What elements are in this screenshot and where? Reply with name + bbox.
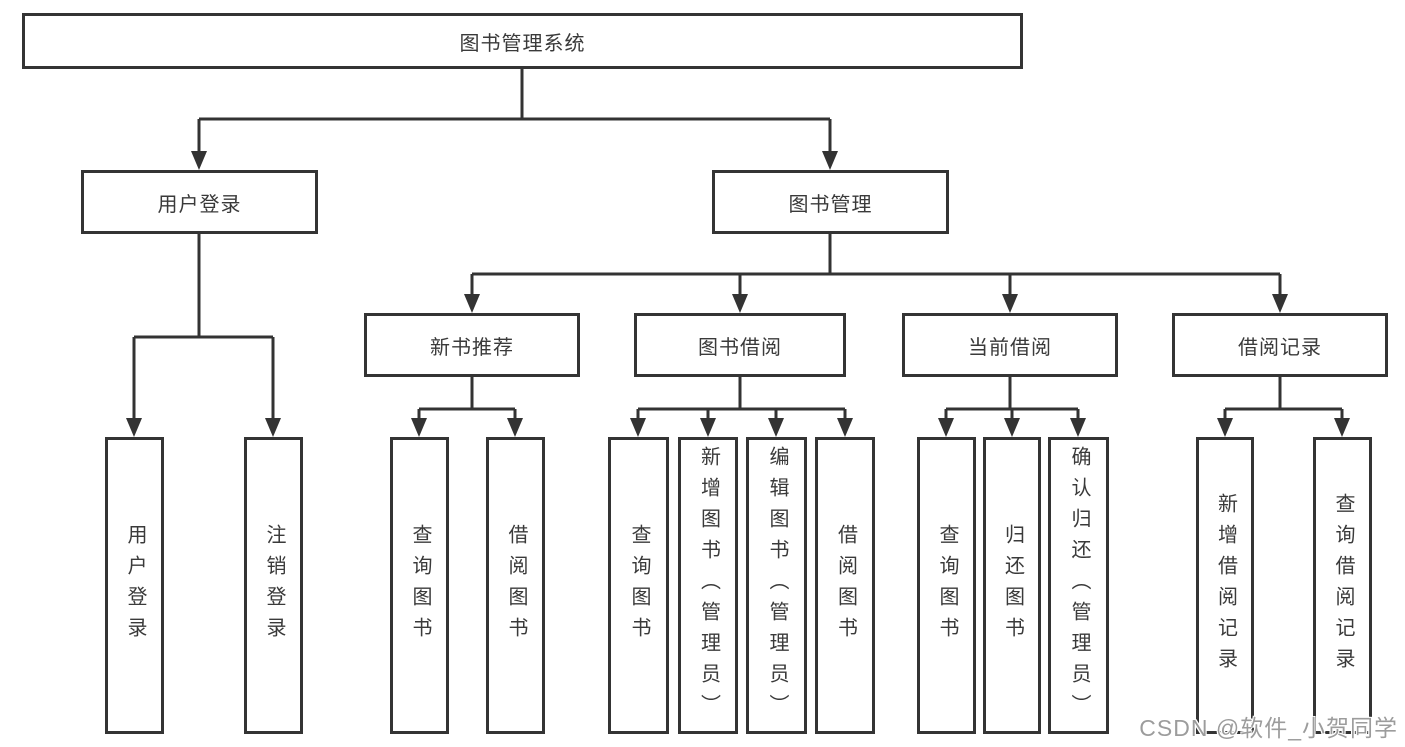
leaf-label: 确认归还（管理员） <box>1068 446 1090 725</box>
node-leaf-br-query-record: 查询借阅记录 <box>1313 437 1372 734</box>
arrowheads <box>126 151 1350 437</box>
connector-bookmgmt-to-level3 <box>470 234 1282 295</box>
arrow-down-icon <box>732 294 748 313</box>
leaf-label: 借阅图书 <box>834 523 857 648</box>
node-leaf-bb-add-books-admin: 新增图书（管理员） <box>678 437 738 734</box>
connector-bookborrow-to-leaves <box>636 377 847 419</box>
node-book-management: 图书管理 <box>712 170 949 234</box>
node-leaf-logout: 注销登录 <box>244 437 303 734</box>
leaf-label: 归还图书 <box>1001 523 1024 648</box>
node-leaf-br-add-record: 新增借阅记录 <box>1196 437 1254 734</box>
node-user-login: 用户登录 <box>81 170 318 234</box>
arrow-down-icon <box>126 418 142 437</box>
arrow-down-icon <box>1217 418 1233 437</box>
leaf-label: 编辑图书（管理员） <box>766 446 788 725</box>
leaf-label: 注销登录 <box>263 523 285 648</box>
connector-userlogin-to-leaves <box>132 234 275 419</box>
arrow-down-icon <box>938 418 954 437</box>
leaf-label: 新增借阅记录 <box>1214 492 1237 679</box>
arrow-down-icon <box>1004 418 1020 437</box>
node-new-book-recommend: 新书推荐 <box>364 313 580 377</box>
node-leaf-rec-borrow-books: 借阅图书 <box>486 437 545 734</box>
node-leaf-cb-confirm-return-admin: 确认归还（管理员） <box>1048 437 1109 734</box>
node-leaf-bb-borrow-books: 借阅图书 <box>815 437 875 734</box>
node-leaf-bb-query-books: 查询图书 <box>608 437 669 734</box>
node-current-borrow: 当前借阅 <box>902 313 1118 377</box>
arrow-down-icon <box>822 151 838 170</box>
arrow-down-icon <box>630 418 646 437</box>
node-leaf-user-login: 用户登录 <box>105 437 164 734</box>
arrow-down-icon <box>191 151 207 170</box>
leaf-label: 查询图书 <box>628 523 650 648</box>
watermark-text: CSDN @软件_小贺同学 <box>1139 715 1398 741</box>
arrow-down-icon <box>1002 294 1018 313</box>
arrow-down-icon <box>1070 418 1086 437</box>
leaf-label: 用户登录 <box>124 523 146 648</box>
node-leaf-cb-return-books: 归还图书 <box>983 437 1041 734</box>
arrow-down-icon <box>768 418 784 437</box>
arrow-down-icon <box>411 418 427 437</box>
arrow-down-icon <box>507 418 523 437</box>
node-root: 图书管理系统 <box>22 13 1023 69</box>
arrow-down-icon <box>1272 294 1288 313</box>
leaf-label: 查询图书 <box>936 523 958 648</box>
connector-currentborrow-to-leaves <box>944 377 1080 419</box>
node-leaf-cb-query-books: 查询图书 <box>917 437 976 734</box>
leaf-label: 查询图书 <box>409 523 431 648</box>
node-leaf-rec-query-books: 查询图书 <box>390 437 449 734</box>
arrow-down-icon <box>700 418 716 437</box>
leaf-label: 借阅图书 <box>505 523 527 648</box>
node-borrow-records: 借阅记录 <box>1172 313 1388 377</box>
connector-borrowrecords-to-leaves <box>1223 377 1344 419</box>
leaf-label: 查询借阅记录 <box>1332 492 1354 679</box>
connector-newbookrec-to-leaves <box>417 377 517 419</box>
node-leaf-bb-edit-books-admin: 编辑图书（管理员） <box>746 437 807 734</box>
arrow-down-icon <box>1334 418 1350 437</box>
arrow-down-icon <box>464 294 480 313</box>
leaf-label: 新增图书（管理员） <box>697 446 720 725</box>
arrow-down-icon <box>265 418 281 437</box>
connector-root-to-level2 <box>197 68 832 152</box>
arrow-down-icon <box>837 418 853 437</box>
node-book-borrow: 图书借阅 <box>634 313 846 377</box>
